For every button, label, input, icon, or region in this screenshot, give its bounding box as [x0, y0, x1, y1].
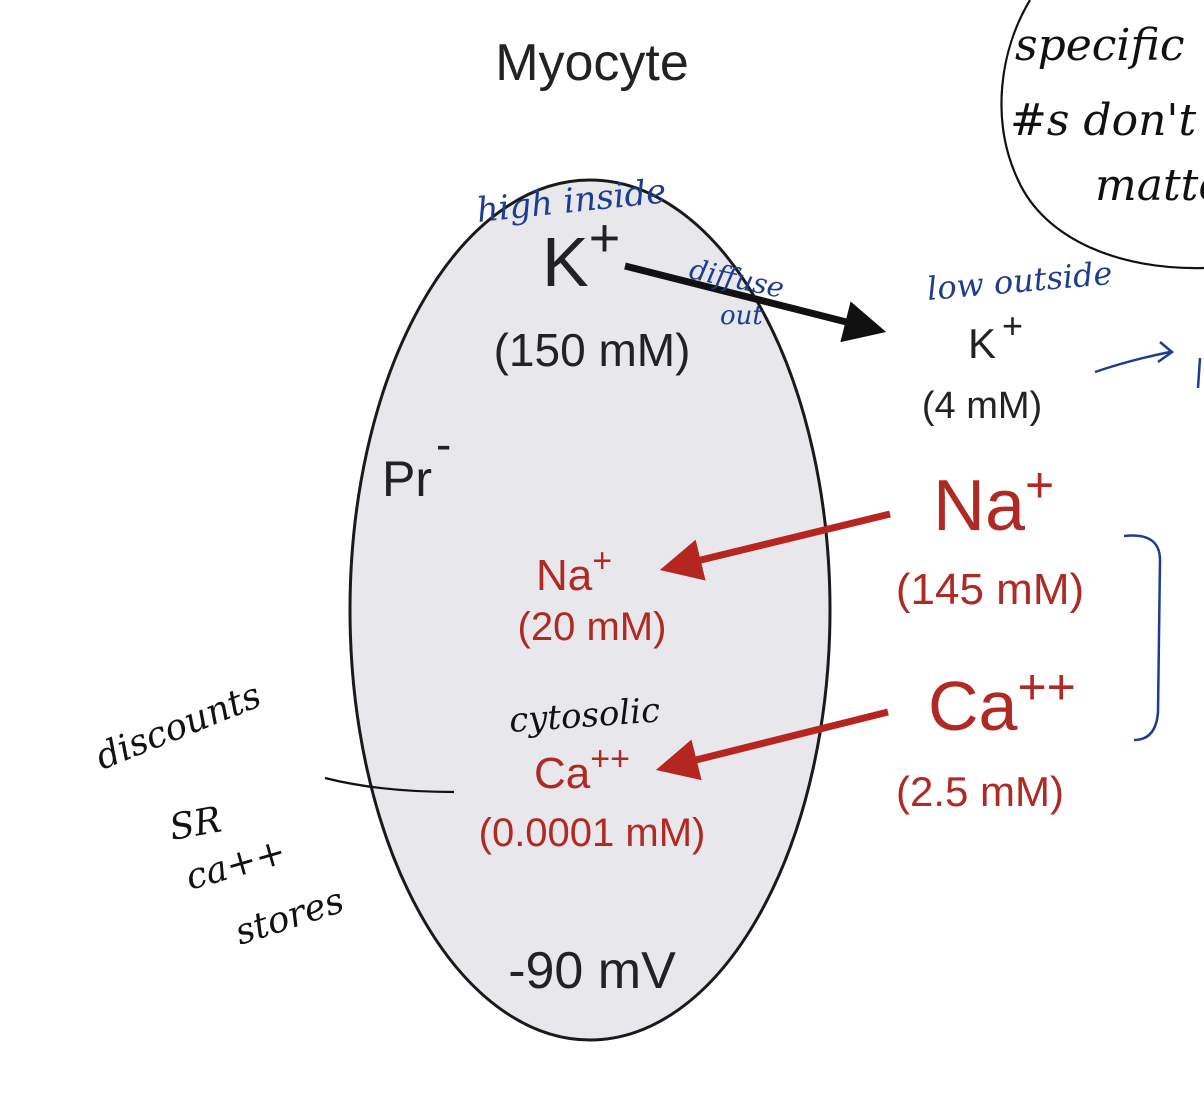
- inside-na-symbol: Na: [536, 551, 593, 600]
- inside-ca-ion: Ca++: [534, 740, 630, 798]
- outside-k-ion: K+: [968, 305, 1023, 367]
- bubble-note-line-2: #s don't: [1010, 95, 1197, 146]
- membrane-potential: -90 mV: [508, 942, 676, 1000]
- ca-influx-arrow: [655, 708, 889, 781]
- outside-ca-charge: ++: [1017, 659, 1075, 715]
- outside-k-concentration: (4 mM): [922, 385, 1042, 427]
- outside-ca-symbol: Ca: [928, 667, 1018, 745]
- inside-ca-charge: ++: [590, 740, 630, 778]
- na-influx-arrow: [659, 510, 891, 581]
- inside-k-concentration: (150 mM): [494, 324, 691, 376]
- outside-na-concentration: (145 mM): [896, 565, 1084, 614]
- inside-k-ion: K+: [542, 208, 620, 301]
- outside-na-charge: +: [1025, 457, 1054, 513]
- diagram-title: Myocyte: [495, 34, 689, 92]
- k-efflux-arrow: [624, 262, 887, 343]
- inside-na-charge: +: [592, 542, 612, 580]
- bubble-note-text: specific #s don't matter: [1010, 20, 1204, 211]
- bubble-note-line-1: specific: [1015, 20, 1185, 71]
- side-note-pointer: [324, 776, 455, 794]
- side-note-line-4: stores: [230, 880, 349, 953]
- side-note: discounts SR ca++ stores: [90, 675, 349, 953]
- inside-na-concentration: (20 mM): [518, 605, 667, 649]
- outside-k-charge: +: [1002, 305, 1023, 346]
- inside-na-ion: Na+: [536, 542, 612, 600]
- bubble-note-line-3: matter: [1095, 160, 1204, 211]
- blue-pointer-arrow: [1094, 341, 1175, 374]
- outside-k-symbol: K: [968, 320, 996, 367]
- inside-k-symbol: K: [542, 223, 589, 301]
- note-out: out: [720, 301, 763, 331]
- inside-k-charge: +: [589, 208, 621, 268]
- protein-symbol: Pr: [382, 451, 432, 507]
- blue-pointer-tail: [1196, 357, 1202, 389]
- inside-protein-ion: Pr-: [382, 418, 451, 507]
- blue-bracket: [1123, 534, 1162, 742]
- cell-membrane: [348, 178, 832, 1042]
- note-bubble: [1000, 0, 1204, 270]
- outside-ca-concentration: (2.5 mM): [896, 768, 1064, 815]
- outside-na-ion: Na+: [933, 457, 1054, 546]
- side-note-line-1: discounts: [90, 675, 267, 778]
- outside-na-symbol: Na: [933, 466, 1026, 546]
- side-note-line-2: SR: [166, 799, 224, 848]
- inside-ca-concentration: (0.0001 mM): [479, 811, 706, 855]
- inside-ca-symbol: Ca: [534, 749, 591, 798]
- note-low-outside: low outside: [925, 254, 1113, 308]
- outside-ca-ion: Ca++: [928, 659, 1076, 745]
- protein-charge: -: [436, 418, 451, 470]
